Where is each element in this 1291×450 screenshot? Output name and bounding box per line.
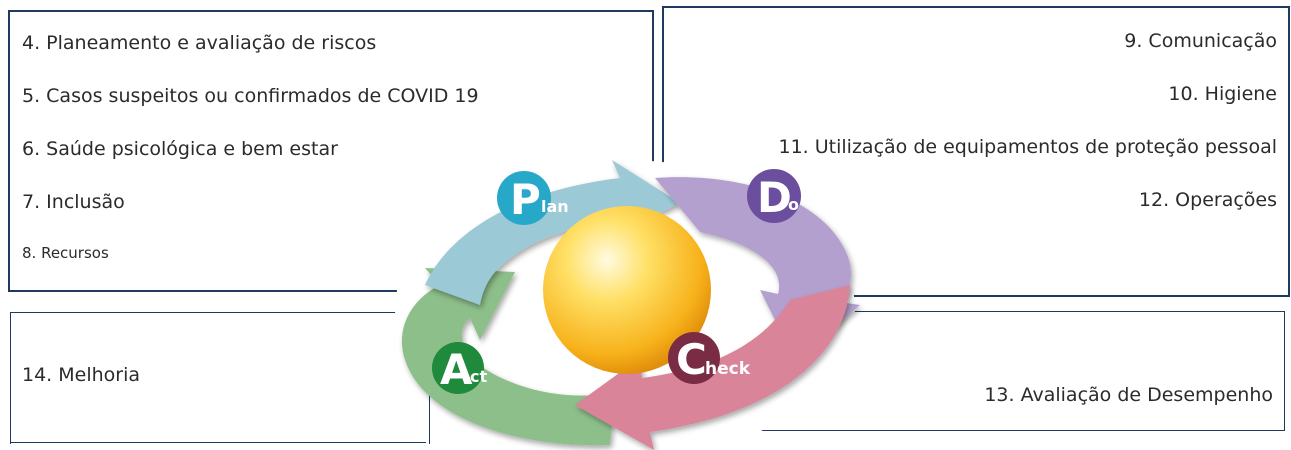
check-badge: C heck: [668, 332, 751, 384]
check-rest: heck: [705, 359, 751, 379]
do-badge: D o: [747, 169, 801, 223]
plan-initial: P: [510, 175, 541, 224]
act-arrow: [401, 268, 615, 446]
do-initial: D: [757, 173, 792, 222]
check-initial: C: [676, 335, 707, 384]
plan-rest: lan: [541, 197, 569, 216]
plan-item-8: 8. Recursos: [22, 244, 109, 262]
do-item-10: 10. Higiene: [1168, 83, 1277, 105]
plan-item-5: 5. Casos suspeitos ou confirmados de COV…: [22, 85, 479, 107]
act-badge: A ct: [432, 342, 487, 394]
do-box: [662, 6, 1290, 297]
plan-item-7: 7. Inclusão: [22, 191, 125, 213]
check-box: [745, 311, 1285, 431]
do-rest: o: [788, 195, 799, 214]
plan-arrow: [425, 160, 680, 305]
do-item-9: 9. Comunicação: [1124, 30, 1277, 52]
plan-item-4: 4. Planeamento e avaliação de riscos: [22, 32, 377, 54]
plan-item-6: 6. Saúde psicológica e bem estar: [22, 138, 338, 160]
act-box-bottom-line: [10, 442, 426, 443]
do-item-12: 12. Operações: [1138, 189, 1277, 211]
do-item-11: 11. Utilização de equipamentos de proteç…: [778, 136, 1278, 158]
center-sphere: [543, 206, 711, 374]
act-item-14: 14. Melhoria: [22, 364, 141, 386]
act-rest: ct: [470, 367, 487, 386]
plan-box: [8, 10, 654, 292]
check-item-13: 13. Avaliação de Desempenho: [984, 384, 1273, 406]
plan-badge: P lan: [497, 171, 569, 225]
act-initial: A: [440, 345, 473, 394]
